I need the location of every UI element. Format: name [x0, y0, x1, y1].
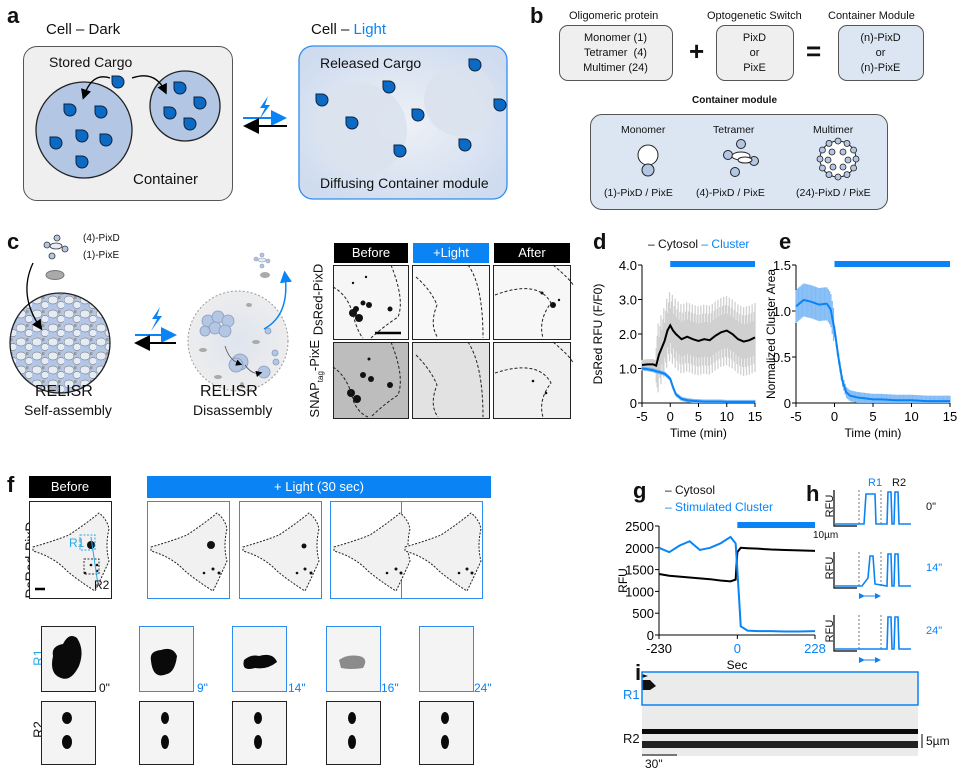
- row-label-sub: tag: [316, 371, 325, 382]
- disassembly-sphere: [188, 291, 288, 391]
- time-24: 24": [474, 681, 492, 695]
- legend-g-cytosol: – Cytosol: [665, 483, 715, 497]
- y-tick-label: 4.0: [619, 258, 637, 273]
- h-ylabel-0: RFU: [824, 491, 836, 521]
- x-tick-label: 10: [904, 409, 918, 424]
- h-time-14: 14": [926, 562, 942, 574]
- time-16: 16": [381, 681, 399, 695]
- i-scale-time: 30": [645, 757, 663, 771]
- header-before: Before: [29, 476, 111, 498]
- legend-cytosol: Cytosol: [658, 237, 698, 251]
- time-0: 0": [99, 681, 110, 695]
- x-tick-label: -230: [646, 641, 672, 656]
- relisr-left-sub: Self-assembly: [24, 402, 112, 418]
- x-tick-label: -5: [636, 409, 648, 424]
- x-tick-label: 0: [667, 409, 674, 424]
- profile-0s: [835, 492, 911, 524]
- h-time-0: 0": [926, 501, 936, 513]
- y-tick-label: 1.0: [619, 362, 637, 377]
- h-ylabel-24: RFU: [824, 616, 836, 646]
- y-tick-label: 2000: [625, 541, 654, 556]
- cytosol-noise: [642, 292, 755, 392]
- container-module-icons: [0, 0, 953, 230]
- x-tick-label: -5: [790, 409, 802, 424]
- i-r1-label: R1: [623, 687, 640, 702]
- tetramer-icon: [724, 140, 759, 177]
- row-label-pixe: SNAPtag-PixE: [307, 329, 325, 429]
- legend-swatch: –: [665, 483, 675, 497]
- panel-label-h: h: [806, 481, 819, 507]
- relisr-right-title: RELISR: [200, 383, 258, 401]
- light-stimulus-bar: [737, 522, 815, 528]
- time-9: 9": [197, 681, 208, 695]
- legend-swatch-cytosol: –: [648, 237, 655, 251]
- i-scale-space: 5µm: [926, 734, 950, 748]
- y-axis-label: Normalized Cluster Area: [764, 269, 778, 399]
- header-after: After: [494, 243, 570, 263]
- tetramer-legend-icon: [44, 235, 68, 259]
- legend-label: Cytosol: [675, 483, 715, 497]
- released-tetramer-icon: [254, 253, 270, 268]
- self-assembly-sphere: [10, 293, 110, 393]
- y-axis-label: DsRed RFU (F/F0): [591, 284, 605, 385]
- time-14: 14": [288, 681, 306, 695]
- micrograph-overlay: [333, 265, 573, 445]
- header-light-30s: + Light (30 sec): [147, 476, 491, 498]
- row-label-main: SNAP: [307, 382, 322, 417]
- panel-label-g: g: [633, 478, 646, 504]
- legend-d: – Cytosol – Cluster: [648, 237, 749, 251]
- cluster-noise: [796, 283, 950, 403]
- y-axis-label: RFU: [616, 568, 630, 593]
- legend-cluster: Cluster: [711, 237, 749, 251]
- row-label-end: -PixE: [307, 340, 322, 371]
- header-light: +Light: [413, 243, 489, 263]
- kymograph-overlay: [642, 672, 942, 772]
- x-axis-label: Sec: [727, 658, 748, 672]
- light-stimulus-bar: [835, 261, 951, 267]
- y-tick-label: 2.0: [619, 327, 637, 342]
- crop-blobs: [41, 626, 521, 766]
- x-tick-label: 15: [748, 409, 762, 424]
- x-tick-label: 0: [734, 641, 741, 656]
- x-tick-label: 5: [869, 409, 876, 424]
- x-tick-label: 5: [695, 409, 702, 424]
- y-tick-label: 3.0: [619, 293, 637, 308]
- header-before: Before: [334, 243, 408, 263]
- monomer-icon: [638, 145, 658, 176]
- i-r2-label: R2: [623, 731, 640, 746]
- relisr-left-title: RELISR: [35, 383, 93, 401]
- profile-24s: [835, 617, 911, 649]
- roi-r2-label: R2: [94, 578, 109, 592]
- kymo-track-bottom: [642, 741, 918, 748]
- kymo-r1-box: [642, 672, 918, 705]
- panel-label-f: f: [7, 472, 14, 498]
- x-axis-label: Time (min): [845, 426, 902, 440]
- light-stimulus-bar: [670, 261, 755, 267]
- lightning-icon: [151, 307, 162, 331]
- y-tick-label: 500: [632, 606, 654, 621]
- x-tick-label: 0: [831, 409, 838, 424]
- h-ylabel-14: RFU: [824, 553, 836, 583]
- panel-label-i: i: [635, 660, 641, 686]
- cell-shapes: [29, 501, 529, 611]
- pixe-legend-icon: [46, 271, 64, 280]
- profile-14s: [835, 554, 911, 586]
- y-tick-label: 2500: [625, 519, 654, 534]
- x-tick-label: 10: [720, 409, 734, 424]
- relisr-right-sub: Disassembly: [193, 402, 272, 418]
- h-time-24: 24": [926, 625, 942, 637]
- kymo-track-top: [642, 729, 918, 734]
- roi-r1-label: R1: [69, 536, 84, 550]
- x-axis-label: Time (min): [670, 426, 727, 440]
- legend-swatch-cluster: –: [701, 237, 708, 251]
- x-tick-label: 15: [943, 409, 957, 424]
